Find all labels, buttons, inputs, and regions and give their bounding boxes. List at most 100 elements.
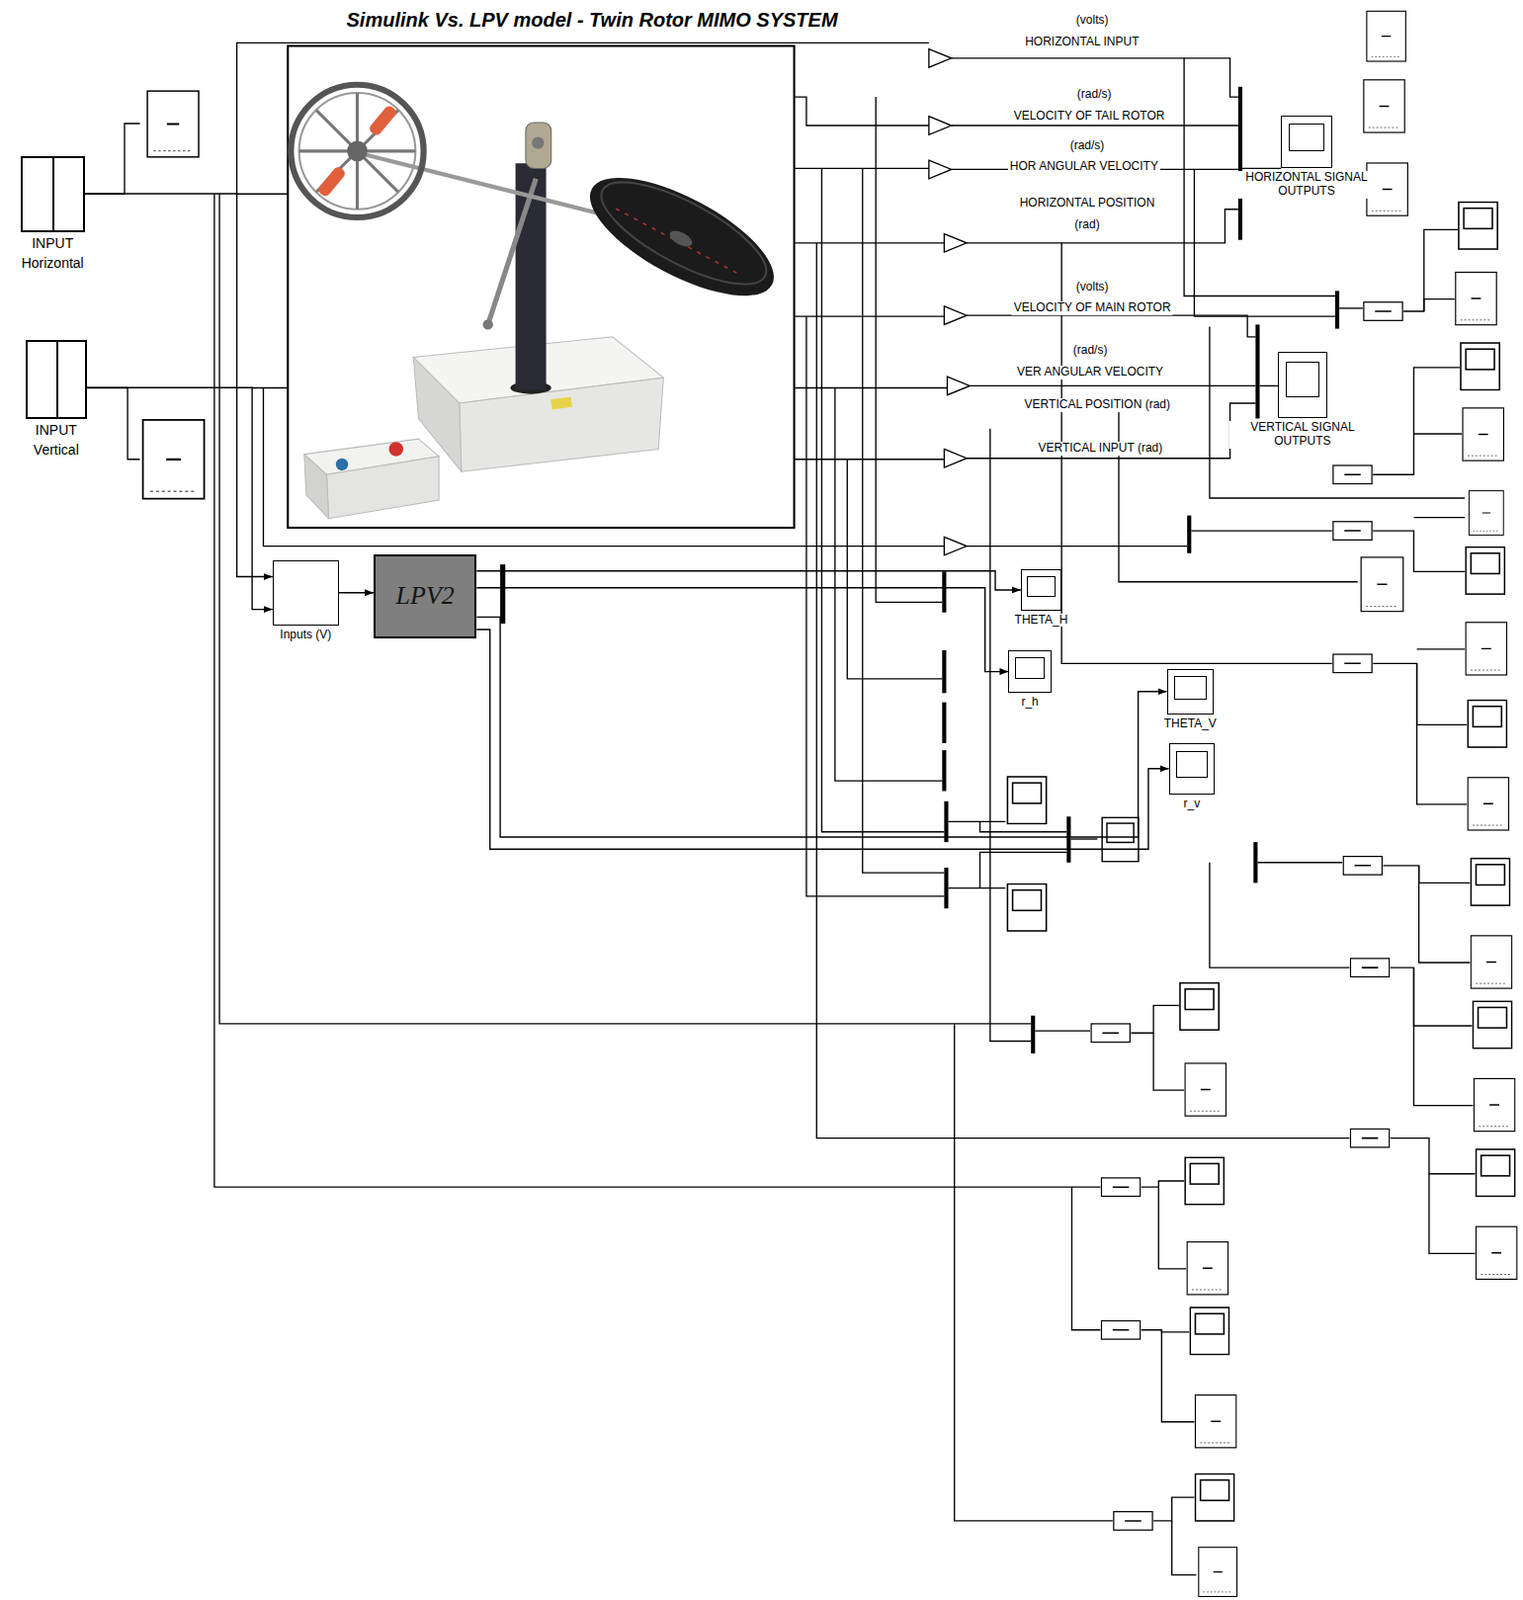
signal-wire <box>1382 865 1470 884</box>
bus-bar <box>1253 842 1258 883</box>
signal-wire <box>1372 663 1467 725</box>
scope-symbol <box>1007 883 1046 931</box>
bus-bar <box>500 86 1340 1054</box>
step-outline <box>25 339 87 421</box>
block-name: LPV2 <box>392 581 459 611</box>
function-block <box>1113 1512 1153 1531</box>
signal-wire <box>794 168 930 170</box>
trms-illustration <box>346 141 368 163</box>
block-label: r_v <box>1181 797 1202 812</box>
signal-wire <box>966 545 1187 547</box>
display-block <box>1470 935 1512 989</box>
signal-label: (volts) <box>1074 13 1111 28</box>
function-block <box>1333 654 1372 674</box>
gain-block <box>929 49 952 69</box>
block-label: HORIZONTAL SIGNAL OUTPUTS <box>1233 170 1381 199</box>
signal-wire <box>1172 1521 1197 1576</box>
signal-label: (volts) <box>1074 280 1111 295</box>
signal-label: VERTICAL INPUT (rad) <box>1035 442 1165 457</box>
layout-group <box>84 10 1518 1597</box>
trms-illustration <box>550 396 573 410</box>
gain-block <box>943 234 967 254</box>
trms-illustration <box>316 165 347 198</box>
trms-illustration <box>573 154 790 319</box>
bus-bar <box>941 650 946 693</box>
display-block <box>1468 491 1504 536</box>
display-block <box>143 420 205 500</box>
bus-bar <box>941 571 946 612</box>
block-label: Vertical <box>31 441 82 458</box>
signal-wire <box>1417 648 1466 650</box>
signal-wire <box>84 123 141 194</box>
scope-block: THETA_H <box>1020 569 1062 627</box>
lpv-outline: LPV2 <box>373 554 477 639</box>
function-block <box>1100 1320 1140 1340</box>
signal-label: HORIZONTAL POSITION <box>1017 196 1158 211</box>
signal-label: HORIZONTAL INPUT <box>1022 35 1141 50</box>
bus-bar <box>1255 324 1260 419</box>
scope-symbol <box>1472 1001 1512 1049</box>
trms-illustration <box>367 103 399 137</box>
signal-wire <box>1424 299 1455 312</box>
block-label: THETA_V <box>1162 717 1219 732</box>
function-block <box>1333 465 1372 485</box>
bus-bar <box>943 867 948 909</box>
scope-block: r_v <box>1169 743 1215 811</box>
block-label: VERTICAL SIGNAL OUTPUTS <box>1229 421 1377 449</box>
function-block <box>1333 521 1372 541</box>
signal-wire <box>966 315 1256 338</box>
signal-wire <box>794 96 930 126</box>
signal-wire <box>1339 307 1363 309</box>
scope-outline <box>1280 115 1333 170</box>
signal-wire <box>1153 1032 1185 1091</box>
gain-block <box>929 160 952 179</box>
step-input-block: INPUTVertical <box>25 339 87 458</box>
function-block <box>1091 1023 1130 1043</box>
trms-illustration <box>588 163 779 304</box>
trms-illustration <box>299 92 417 210</box>
function-block <box>1343 856 1382 876</box>
signal-label: VER ANGULAR VELOCITY <box>1015 365 1166 380</box>
display-block <box>1194 1395 1236 1448</box>
display-block <box>147 90 199 158</box>
signal-connector <box>84 193 273 578</box>
trms-illustration <box>304 454 330 519</box>
trms-illustration <box>327 456 440 519</box>
signal-label: HOR ANGULAR VELOCITY <box>1008 160 1161 174</box>
scope-symbol <box>1460 342 1500 391</box>
trms-illustration <box>389 441 404 456</box>
signal-label: VERTICAL POSITION (rad) <box>1022 398 1173 413</box>
bus-bar <box>941 750 946 791</box>
gain-block <box>946 376 970 396</box>
trms-illustration <box>667 227 695 251</box>
signal-wire <box>1257 861 1343 863</box>
signal-connector <box>476 629 1169 849</box>
diagram-title: Simulink Vs. LPV model - Twin Rotor MIMO… <box>343 8 842 32</box>
display-block <box>1198 1547 1238 1598</box>
display-block <box>1475 1226 1517 1279</box>
signal-wire <box>237 193 289 195</box>
signal-wire <box>1403 229 1458 312</box>
scope-screen <box>1015 657 1045 679</box>
bus-bar <box>1066 816 1071 862</box>
scope-block: VERTICAL SIGNAL OUTPUTS <box>1277 351 1328 449</box>
signal-wire <box>846 459 942 679</box>
block-label: Inputs (V) <box>277 628 334 643</box>
scope-symbol <box>1458 202 1498 251</box>
scope-symbol <box>1180 983 1219 1031</box>
signal-wire <box>1413 516 1465 518</box>
mux-outline <box>272 560 339 626</box>
function-block <box>1363 302 1403 322</box>
signal-label: (rad) <box>1072 218 1101 233</box>
gain-block <box>943 448 967 468</box>
scope-block: r_h <box>1008 650 1051 710</box>
signal-wire <box>1413 432 1462 434</box>
block-label: INPUT <box>29 235 76 252</box>
display-block <box>1360 557 1404 612</box>
scope-outline <box>1020 569 1062 610</box>
scope-symbol <box>1101 817 1139 862</box>
signal-label: VELOCITY OF TAIL ROTOR <box>1012 109 1168 124</box>
bus-bar <box>1030 1015 1035 1054</box>
scope-outline <box>1277 351 1328 419</box>
